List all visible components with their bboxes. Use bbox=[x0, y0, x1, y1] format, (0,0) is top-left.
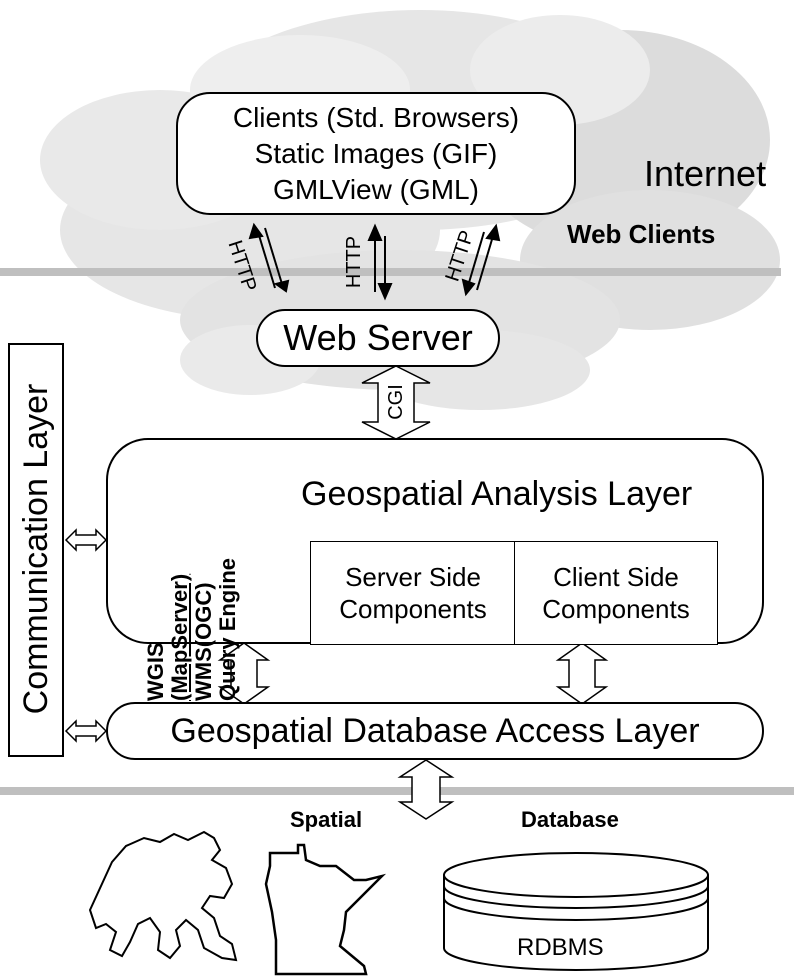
spatial-label: Spatial bbox=[290, 807, 363, 832]
http-label-center: HTTP bbox=[343, 235, 365, 289]
comm-db-arrow bbox=[64, 719, 108, 743]
wgis-label: WGIS bbox=[143, 642, 168, 701]
rdbms-label: RDBMS bbox=[517, 934, 604, 961]
great-lakes-map bbox=[88, 830, 238, 962]
db-storage-arrow bbox=[397, 759, 455, 820]
database-label: Database bbox=[521, 807, 619, 832]
analysis-layer-title: Geospatial Analysis Layer bbox=[301, 475, 693, 513]
clients-box: Clients (Std. Browsers) Static Images (G… bbox=[176, 92, 576, 215]
http-arrow-right bbox=[461, 223, 501, 297]
rdbms-cylinder bbox=[443, 852, 709, 971]
analysis-db-arrow-right bbox=[555, 642, 609, 705]
internet-label: Internet bbox=[644, 153, 767, 194]
web-server-label: Web Server bbox=[283, 317, 473, 358]
wms-ogc-label: WMS(OGC) bbox=[191, 582, 216, 701]
web-clients-label: Web Clients bbox=[567, 219, 716, 249]
minnesota-map bbox=[264, 843, 387, 976]
database-access-layer-label: Geospatial Database Access Layer bbox=[170, 711, 700, 750]
client-side-components-box: Client Side Components bbox=[514, 541, 718, 645]
server-side-components-box: Server Side Components bbox=[310, 541, 516, 645]
comm-analysis-arrow bbox=[64, 528, 108, 552]
query-engine-label: Query Engine bbox=[215, 557, 240, 701]
clients-line-gmlview: GMLView (GML) bbox=[273, 173, 479, 205]
http-arrow-center bbox=[367, 223, 393, 301]
clients-line-browsers: Clients (Std. Browsers) bbox=[232, 101, 520, 133]
database-separator-line bbox=[0, 787, 794, 795]
communication-layer-box bbox=[8, 343, 64, 757]
query-engine-stack: WGIS (MapServer) WMS(OGC) Query Engine bbox=[143, 461, 240, 701]
server-side-label: Server Side Components bbox=[339, 562, 487, 624]
communication-layer-label: Communication Layer bbox=[16, 383, 55, 715]
clients-line-static-images: Static Images (GIF) bbox=[254, 137, 498, 169]
client-side-label: Client Side Components bbox=[542, 562, 690, 624]
mapserver-label: (MapServer) bbox=[167, 573, 192, 701]
database-access-layer-box: Geospatial Database Access Layer bbox=[106, 702, 764, 760]
internet-separator-line bbox=[0, 268, 781, 276]
cgi-label: CGI bbox=[385, 384, 407, 420]
http-arrow-left bbox=[248, 222, 290, 293]
web-server-box: Web Server bbox=[256, 309, 500, 367]
